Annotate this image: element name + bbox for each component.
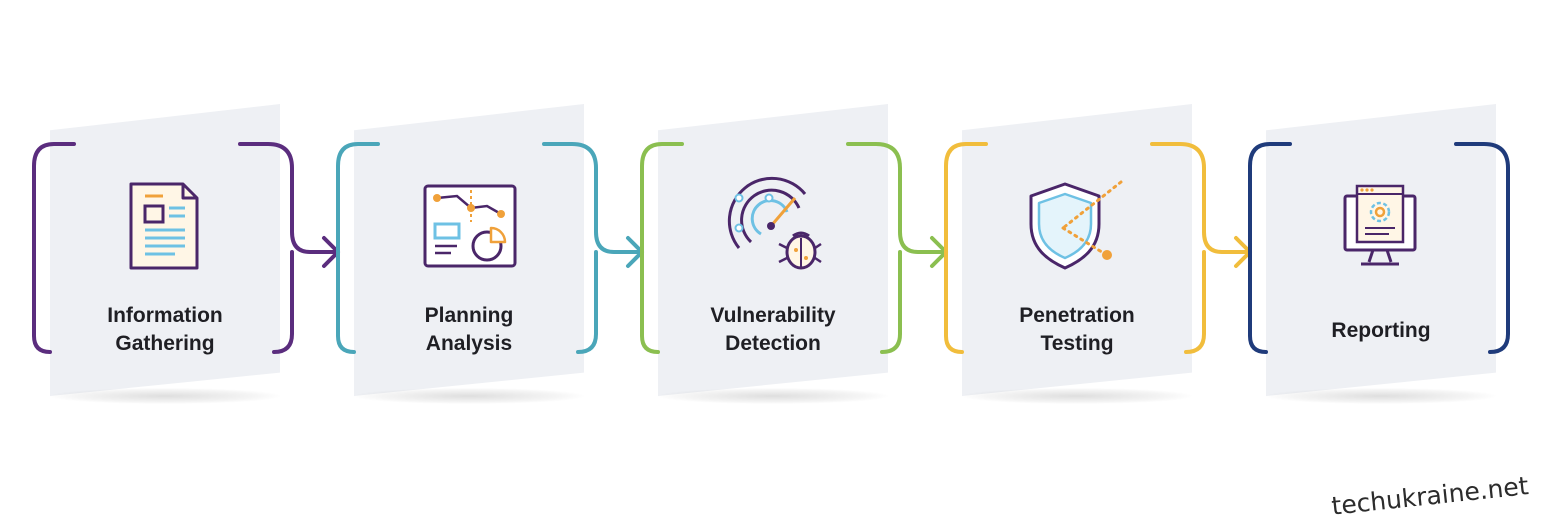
step-label-penetration-testing: Penetration Testing	[1019, 304, 1135, 355]
step-label-planning-analysis: Planning Analysis	[424, 304, 514, 355]
document-icon	[129, 182, 199, 270]
frame-left-bracket	[944, 142, 988, 354]
step-frame	[32, 142, 340, 354]
frame-right-bracket	[1454, 142, 1510, 354]
frame-left-bracket	[1248, 142, 1292, 354]
step-card-vulnerability-detection	[658, 104, 888, 396]
step-frame	[1248, 142, 1510, 354]
process-flow-diagram: Information Gathering Planning Analysis	[32, 104, 1530, 521]
frame-right-bracket	[542, 142, 642, 354]
frame-left-bracket	[640, 142, 684, 354]
card-shadow	[962, 388, 1192, 404]
card-shadow	[658, 388, 888, 404]
shield-breach-icon	[1029, 180, 1123, 270]
step-frame	[640, 142, 948, 354]
card-shadow	[354, 388, 584, 404]
step-frame	[944, 142, 1252, 354]
analytics-board-icon	[423, 184, 517, 268]
frame-right-bracket	[846, 142, 946, 354]
step-label-vulnerability-detection: Vulnerability Detection	[710, 304, 836, 355]
card-shadow	[1266, 388, 1496, 404]
frame-left-bracket	[32, 142, 76, 354]
monitor-report-icon	[1343, 184, 1417, 266]
frame-left-bracket	[336, 142, 380, 354]
card-shadow	[50, 388, 280, 404]
step-label-information-gathering: Information Gathering	[107, 304, 223, 355]
radar-bug-icon	[727, 176, 822, 270]
watermark: techukraine.net	[1330, 471, 1530, 521]
step-frame	[336, 142, 644, 354]
frame-right-bracket	[1150, 142, 1250, 354]
frame-right-bracket	[238, 142, 338, 354]
step-label-reporting: Reporting	[1331, 319, 1431, 342]
